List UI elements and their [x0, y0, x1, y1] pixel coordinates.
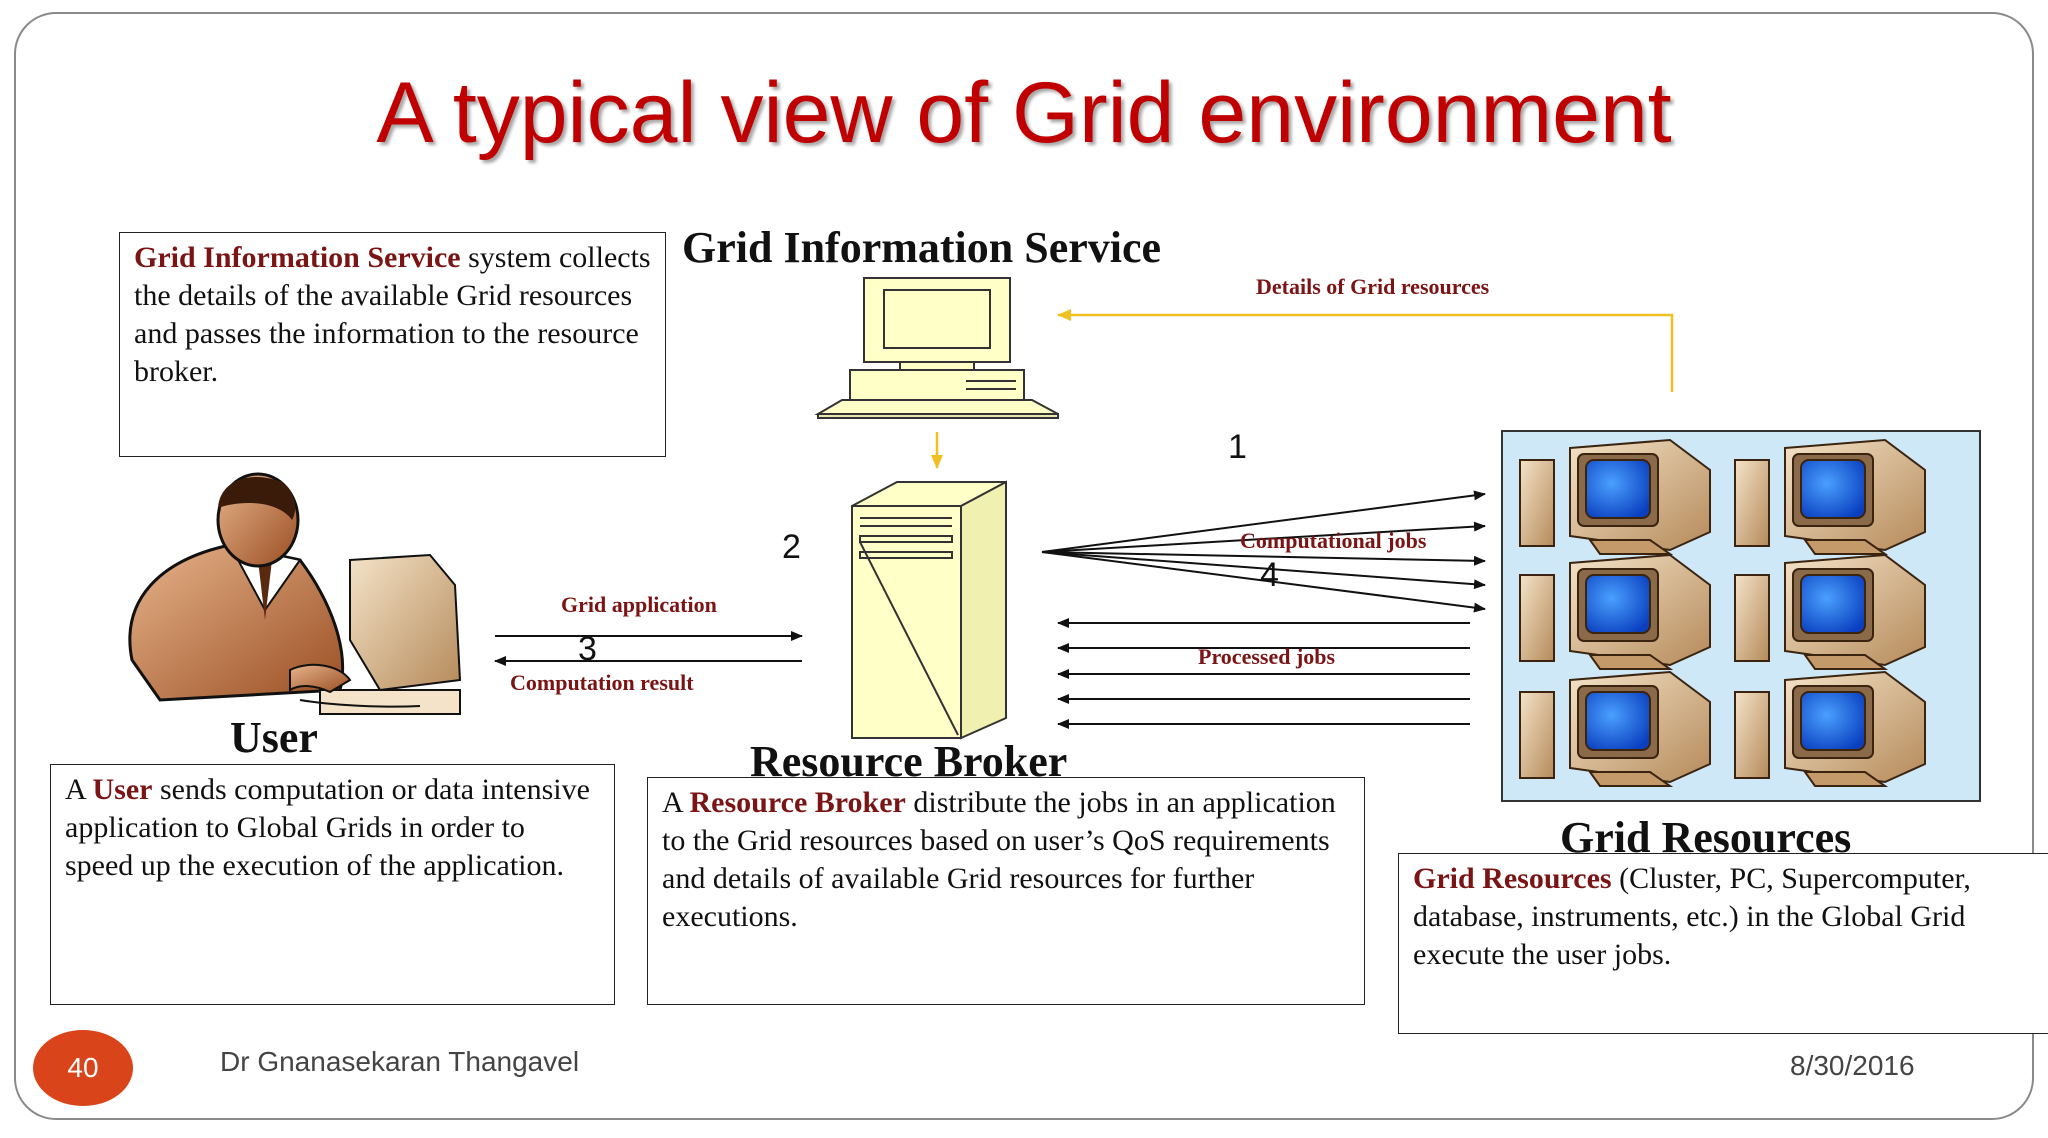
user-text: sends computation or data intensive appl…: [65, 773, 590, 882]
processed-jobs-label: Processed jobs: [1198, 644, 1336, 669]
grid-application-label: Grid application: [561, 592, 717, 617]
server-tower-icon: [851, 480, 1007, 740]
broker-label: Resource Broker: [750, 737, 1068, 786]
slide-date: 8/30/2016: [1790, 1050, 1915, 1081]
author-name: Dr Gnanasekaran Thangavel: [220, 1046, 580, 1077]
processed-jobs-arrows: [1057, 618, 1470, 729]
cluster-pc-icon: [1519, 553, 1711, 670]
resources-text: (Cluster, PC, Supercomputer, database, i…: [1413, 862, 1971, 971]
step-number-2: 2: [782, 528, 801, 566]
step-number-1: 1: [1228, 428, 1247, 466]
computational-jobs-label: Computational jobs: [1240, 528, 1427, 553]
user-label: User: [230, 713, 318, 762]
gis-description-box: Grid Information Service system collects…: [119, 232, 666, 457]
page-number-badge: 40: [33, 1030, 133, 1106]
gis-text: system collects the details of the avail…: [134, 241, 651, 388]
broker-term: Resource Broker: [689, 786, 906, 819]
computational-jobs-arrows: [1041, 490, 1486, 613]
broker-prefix: A: [662, 786, 690, 819]
resources-description-box: Grid Resources (Cluster, PC, Supercomput…: [1398, 853, 2048, 1034]
computation-result-label: Computation result: [510, 670, 694, 695]
resources-term: Grid Resources: [1413, 862, 1612, 895]
details-label: Details of Grid resources: [1256, 274, 1490, 299]
gis-term: Grid Information Service: [134, 241, 461, 274]
user-term: User: [92, 773, 153, 806]
step-number-4: 4: [1260, 556, 1279, 594]
cluster-pc-icon: [1519, 670, 1711, 787]
computer-cluster-icon: [1519, 438, 1926, 787]
step-number-3: 3: [578, 630, 597, 668]
cluster-pc-icon: [1734, 438, 1926, 555]
cluster-pc-icon: [1734, 553, 1926, 670]
resources-label: Grid Resources: [1560, 813, 1852, 862]
details-arrow: [1057, 309, 1674, 392]
cluster-pc-icon: [1519, 438, 1711, 555]
broker-description-box: A Resource Broker distribute the jobs in…: [647, 777, 1365, 1005]
cluster-pc-icon: [1734, 670, 1926, 787]
slide-title: A typical view of Grid environment: [376, 65, 1672, 161]
user-prefix: A: [65, 773, 93, 806]
user-at-computer-icon: [128, 472, 462, 715]
broker-text: distribute the jobs in an application to…: [662, 786, 1336, 933]
gis-label: Grid Information Service: [682, 223, 1162, 272]
user-description-box: A User sends computation or data intensi…: [50, 764, 615, 1005]
desktop-computer-icon: [814, 277, 1059, 419]
slide-frame: [14, 12, 2034, 1120]
